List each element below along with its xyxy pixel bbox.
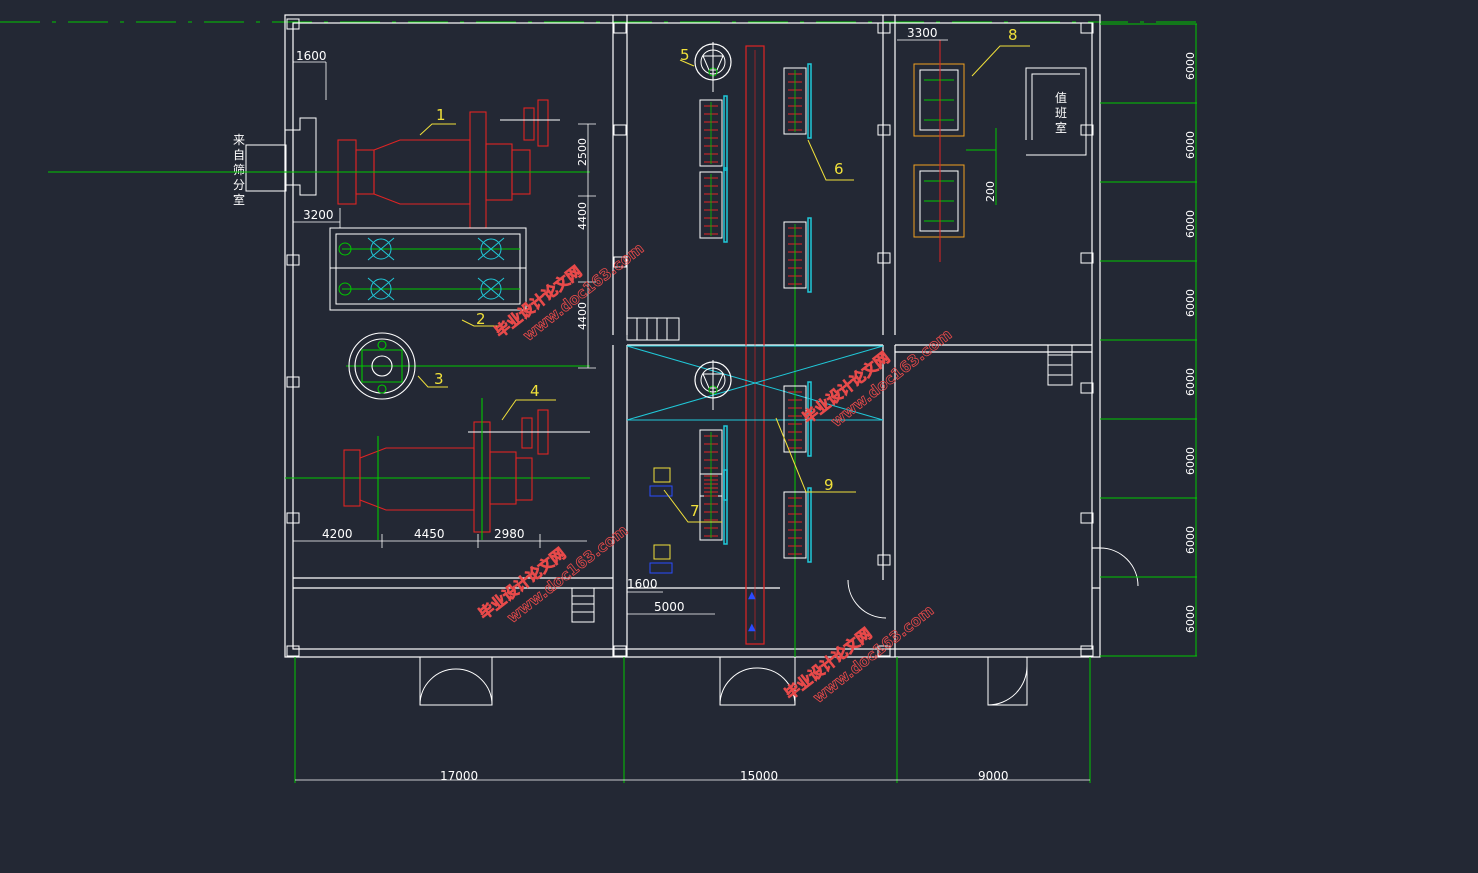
crusher-1 bbox=[248, 99, 590, 229]
duty-room-label-2: 班 bbox=[1055, 106, 1067, 120]
svg-text:▲: ▲ bbox=[748, 622, 756, 633]
dim-1600-top: 1600 bbox=[296, 49, 327, 63]
dim-4400-b: 4400 bbox=[576, 302, 589, 330]
watermark-1: 毕业设计论文网 www.doc163.com bbox=[491, 239, 648, 345]
duty-room bbox=[1025, 67, 1087, 156]
callout-7: 7 bbox=[690, 502, 700, 520]
building-walls bbox=[284, 14, 1101, 658]
stairs-right bbox=[1047, 344, 1073, 386]
duty-room-label-3: 室 bbox=[1055, 120, 1067, 135]
dim-4450: 4450 bbox=[414, 527, 445, 541]
callout-1: 1 bbox=[436, 106, 446, 124]
callout-5: 5 bbox=[680, 46, 690, 64]
callout-2: 2 bbox=[476, 310, 486, 328]
callout-3: 3 bbox=[434, 370, 444, 388]
dim-200: 200 bbox=[984, 181, 997, 202]
dim-right-bay-3: 6000 bbox=[1184, 210, 1197, 238]
inlet-label-2: 自 bbox=[233, 148, 245, 162]
inlet-notch bbox=[245, 117, 317, 196]
inlet-label-4: 分 bbox=[233, 178, 245, 192]
roll-crusher-2 bbox=[329, 227, 527, 311]
dim-4200: 4200 bbox=[322, 527, 353, 541]
crusher-4 bbox=[343, 398, 590, 540]
door-openings bbox=[419, 547, 1139, 706]
cross-conveyors bbox=[626, 345, 884, 421]
watermark-3: 毕业设计论文网 www.doc163.com bbox=[475, 521, 632, 627]
dim-4400-a: 4400 bbox=[576, 202, 589, 230]
watermark-4: 毕业设计论文网 www.doc163.com bbox=[781, 601, 938, 707]
dim-2500: 2500 bbox=[576, 138, 589, 166]
screen-racks-6 bbox=[699, 63, 812, 563]
inlet-label-1: 来 bbox=[233, 133, 245, 147]
duty-room-label-1: 值 bbox=[1055, 90, 1067, 105]
svg-text:▲: ▲ bbox=[748, 590, 756, 601]
dim-right-bay-1: 6000 bbox=[1184, 52, 1197, 80]
dim-right-bay-5: 6000 bbox=[1184, 368, 1197, 396]
dim-right-bay-2: 6000 bbox=[1184, 131, 1197, 159]
callout-9: 9 bbox=[824, 476, 834, 494]
dim-right-bay-4: 6000 bbox=[1184, 289, 1197, 317]
dim-9000: 9000 bbox=[978, 769, 1009, 783]
columns bbox=[286, 18, 1094, 657]
callout-6: 6 bbox=[834, 160, 844, 178]
callout-4: 4 bbox=[530, 382, 540, 400]
dim-3300: 3300 bbox=[907, 26, 938, 40]
callout-leaders bbox=[417, 45, 1030, 523]
grid-axes bbox=[48, 23, 1197, 783]
inlet-label-3: 筛 bbox=[233, 162, 245, 177]
dim-1600-mid: 1600 bbox=[627, 577, 658, 591]
dim-17000: 17000 bbox=[440, 769, 478, 783]
stairs-upper bbox=[626, 317, 680, 341]
flotation-cells-8 bbox=[913, 40, 997, 262]
dim-3200: 3200 bbox=[303, 208, 334, 222]
stairs-lower-left bbox=[571, 587, 595, 623]
callout-8: 8 bbox=[1008, 26, 1018, 44]
fan-5-lower bbox=[694, 359, 732, 411]
round-fan-3 bbox=[348, 332, 416, 400]
dim-right-bay-6: 6000 bbox=[1184, 447, 1197, 475]
watermark-2: 毕业设计论文网 www.doc163.com bbox=[799, 325, 956, 431]
inlet-label-5: 室 bbox=[233, 192, 245, 207]
dim-right-bay-7: 6000 bbox=[1184, 526, 1197, 554]
fan-5-upper bbox=[694, 41, 732, 93]
dim-15000: 15000 bbox=[740, 769, 778, 783]
dim-right-bay-8: 6000 bbox=[1184, 605, 1197, 633]
central-conveyor: ▲ ▲ bbox=[745, 45, 765, 645]
dimension-lines bbox=[293, 39, 1090, 781]
dim-5000: 5000 bbox=[654, 600, 685, 614]
small-pumps-7 bbox=[649, 467, 673, 574]
dim-2980: 2980 bbox=[494, 527, 525, 541]
